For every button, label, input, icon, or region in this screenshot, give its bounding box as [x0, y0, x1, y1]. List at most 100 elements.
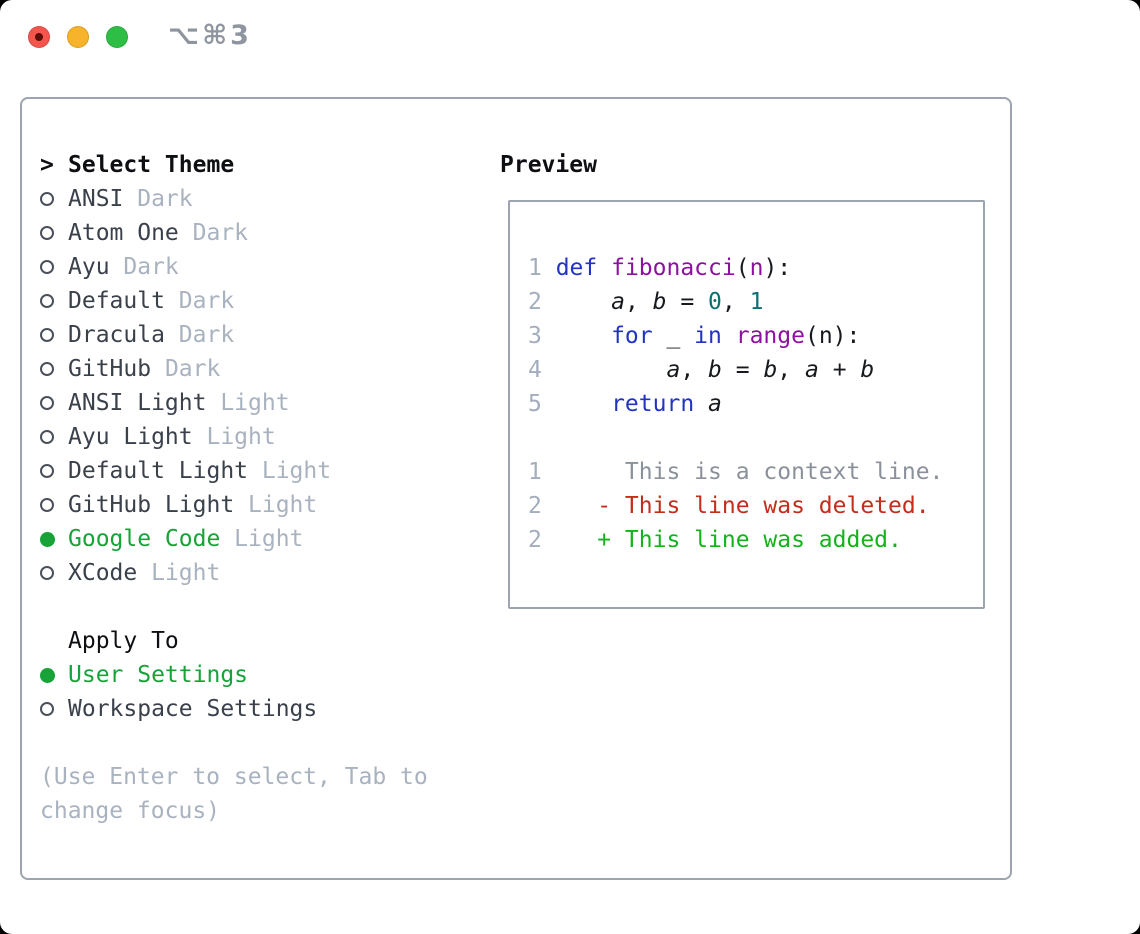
code-token-pl: (n):: [804, 323, 861, 349]
theme-option-ansi[interactable]: ANSI Dark: [40, 182, 428, 216]
radio-unselected-icon: [40, 192, 54, 206]
radio-unselected-icon: [40, 430, 54, 444]
radio-unselected-icon: [40, 464, 54, 478]
apply-option-user-settings[interactable]: User Settings: [40, 658, 428, 692]
help-text-line-1: (Use Enter to select, Tab to: [40, 764, 428, 790]
code-token-pl: [597, 255, 611, 281]
code-token-pl: =: [666, 289, 709, 315]
titlebar: ⌥⌘3: [0, 0, 1140, 97]
theme-option-default-light[interactable]: Default Light Light: [40, 454, 428, 488]
theme-option-label: Dracula: [68, 322, 165, 348]
code-token-var: a: [666, 357, 681, 383]
theme-option-label: Default Light: [68, 458, 249, 484]
minimize-button[interactable]: [67, 26, 89, 48]
theme-option-label: ANSI: [68, 186, 124, 212]
line-number: 2: [528, 527, 556, 553]
theme-option-label: GitHub Light: [68, 492, 235, 518]
apply-option-label: User Settings: [68, 662, 249, 688]
theme-option-atom-one[interactable]: Atom One Dark: [40, 216, 428, 250]
code-line: 2 + This line was added.: [528, 523, 983, 557]
code-token-var: a: [805, 357, 819, 383]
code-token-kw: return: [611, 391, 695, 417]
theme-option-label: Atom One: [68, 220, 179, 246]
apply-option-workspace-settings[interactable]: Workspace Settings: [40, 692, 428, 726]
code-token-var: b: [708, 357, 722, 383]
theme-option-github-light[interactable]: GitHub Light Light: [40, 488, 428, 522]
code-token-pl: [556, 323, 611, 349]
theme-variant-badge: Dark: [178, 288, 235, 314]
preview-title: Preview: [500, 152, 597, 178]
code-token-pl: ,: [624, 289, 653, 315]
focus-caret: >: [40, 152, 54, 178]
code-token-fn: range: [735, 323, 805, 349]
theme-option-label: Ayu: [68, 254, 110, 280]
theme-option-label: XCode: [68, 560, 138, 586]
apply-to-header: Apply To: [40, 624, 428, 658]
code-token-pl: [556, 391, 611, 417]
code-token-kw: in: [694, 323, 722, 349]
marker-spacer: [40, 634, 54, 648]
code-line: 5 return a: [528, 387, 983, 421]
radio-unselected-icon: [40, 328, 54, 342]
code-token-pl: +: [818, 357, 861, 383]
line-number: [528, 421, 556, 455]
code-token-pl: [694, 391, 708, 417]
theme-option-label: ANSI Light: [68, 390, 207, 416]
zoom-button[interactable]: [106, 26, 128, 48]
theme-variant-badge: Dark: [123, 254, 179, 280]
window-title-shortcut: ⌥⌘3: [168, 20, 252, 51]
code-token-pl: [556, 289, 611, 315]
theme-variant-badge: Dark: [137, 186, 193, 212]
theme-variant-badge: Light: [234, 526, 304, 552]
code-token-pl: ,: [721, 289, 750, 315]
radio-unselected-icon: [40, 294, 54, 308]
theme-variant-badge: Light: [151, 560, 221, 586]
theme-option-label: Google Code: [68, 526, 221, 552]
code-token-pl: (: [735, 255, 750, 281]
theme-option-label: Default: [68, 288, 165, 314]
close-button[interactable]: [28, 26, 50, 48]
code-token-ctx: This is a context line.: [555, 459, 944, 485]
code-token-fn: fibonacci: [611, 255, 736, 281]
line-number: 3: [528, 323, 556, 349]
code-token-fn: n: [749, 255, 764, 281]
theme-option-ayu[interactable]: Ayu Dark: [40, 250, 428, 284]
theme-variant-badge: Dark: [192, 220, 249, 246]
code-line-blank: [528, 421, 983, 455]
theme-option-google-code[interactable]: Google Code Light: [40, 522, 428, 556]
theme-option-label: Ayu Light: [68, 424, 193, 450]
help-text-line-2: change focus): [40, 798, 221, 824]
radio-selected-icon: [40, 532, 55, 547]
theme-option-ansi-light[interactable]: ANSI Light Light: [40, 386, 428, 420]
code-token-var: a: [708, 391, 722, 417]
line-number: 2: [528, 493, 556, 519]
theme-option-default[interactable]: Default Dark: [40, 284, 428, 318]
radio-unselected-icon: [40, 498, 54, 512]
select-theme-label: Select Theme: [68, 152, 235, 178]
code-token-pl: [556, 357, 667, 383]
code-token-pl: ,: [777, 357, 805, 383]
theme-variant-badge: Light: [220, 390, 290, 416]
code-line: 1 def fibonacci(n):: [528, 251, 983, 285]
line-number: 1: [528, 459, 556, 485]
theme-option-xcode[interactable]: XCode Light: [40, 556, 428, 590]
radio-unselected-icon: [40, 396, 54, 410]
select-theme-header: > Select Theme: [40, 148, 428, 182]
code-token-lit: 1: [749, 289, 764, 315]
code-token-pl: ,: [680, 357, 709, 383]
line-number: 1: [528, 255, 556, 281]
code-token-pl: ):: [763, 255, 792, 281]
radio-unselected-icon: [40, 226, 54, 240]
theme-variant-badge: Light: [261, 458, 332, 484]
theme-variant-badge: Light: [248, 492, 318, 518]
code-token-del: - This line was deleted.: [555, 493, 930, 519]
